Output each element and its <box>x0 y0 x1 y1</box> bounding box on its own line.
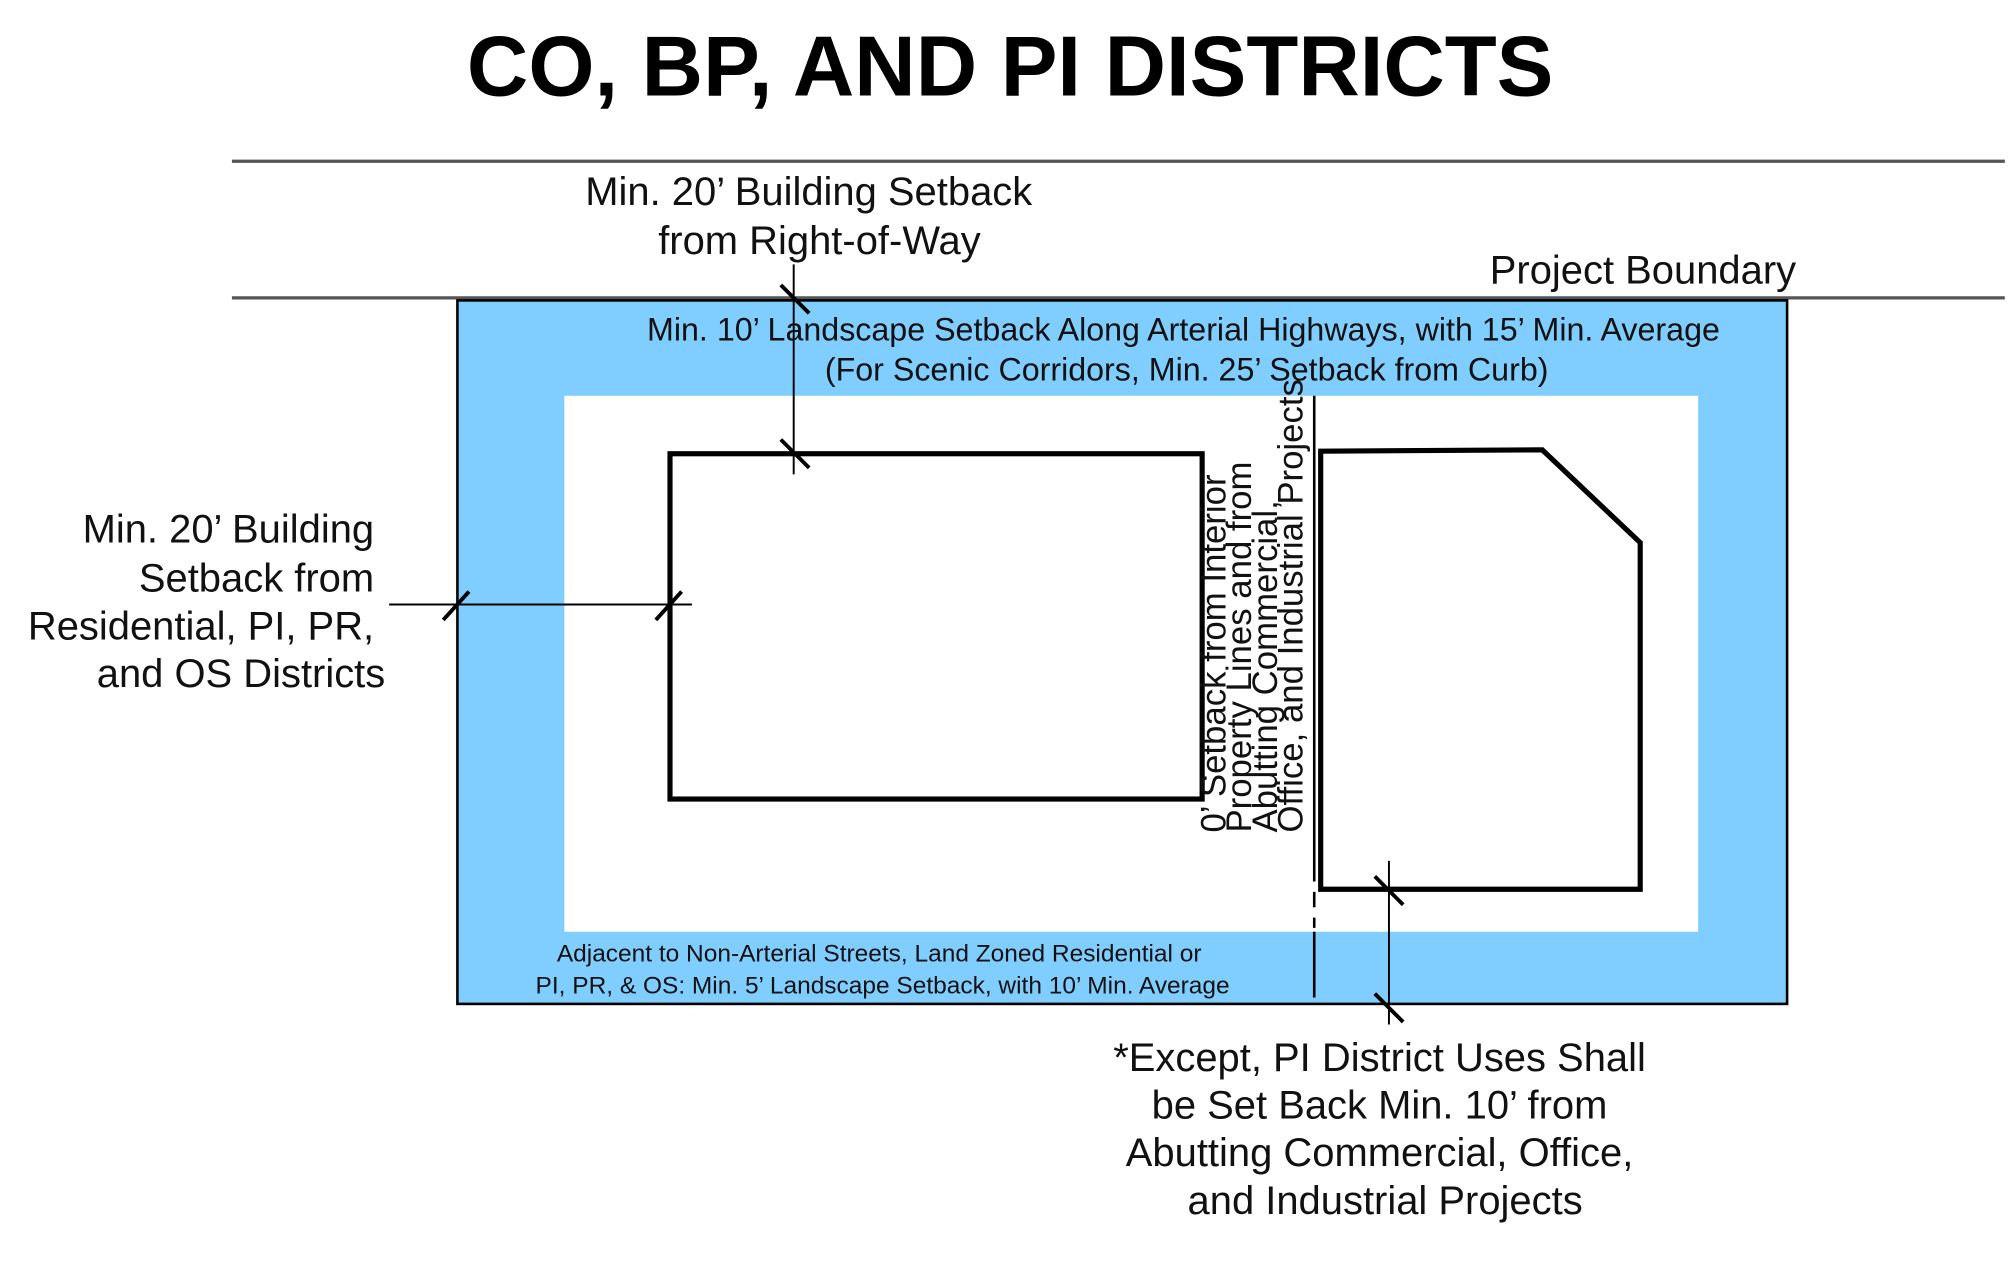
pi-setback-tick-bottom <box>1373 992 1405 1024</box>
pi-setback-tick-top <box>1373 874 1405 907</box>
pi-exception-label: *Except, PI District Uses Shall be Set B… <box>1113 1036 1657 1223</box>
project-boundary-label: Project Boundary <box>1490 249 1796 293</box>
arterial-setback-label: Min. 10’ Landscape Setback Along Arteria… <box>647 311 1729 387</box>
row-setback-tick-bottom <box>779 438 811 470</box>
building-right <box>1318 447 1643 892</box>
diagram-title: CO, BP, AND PI DISTRICTS <box>467 20 1553 115</box>
residential-setback-tick-left <box>441 590 471 622</box>
residential-setback-label: Min. 20’ Building Setback from Residenti… <box>28 508 385 696</box>
interior-setback-label: 0’ Setback from Interior Property Lines … <box>1195 379 1310 832</box>
row-setback-label: Min. 20’ Building Setback from Right-of-… <box>585 170 1043 263</box>
residential-setback-tick-right <box>654 590 684 622</box>
building-left <box>667 451 1205 802</box>
row-setback-tick-top <box>779 283 811 315</box>
non-arterial-setback-label: Adjacent to Non-Arterial Streets, Land Z… <box>536 940 1230 999</box>
